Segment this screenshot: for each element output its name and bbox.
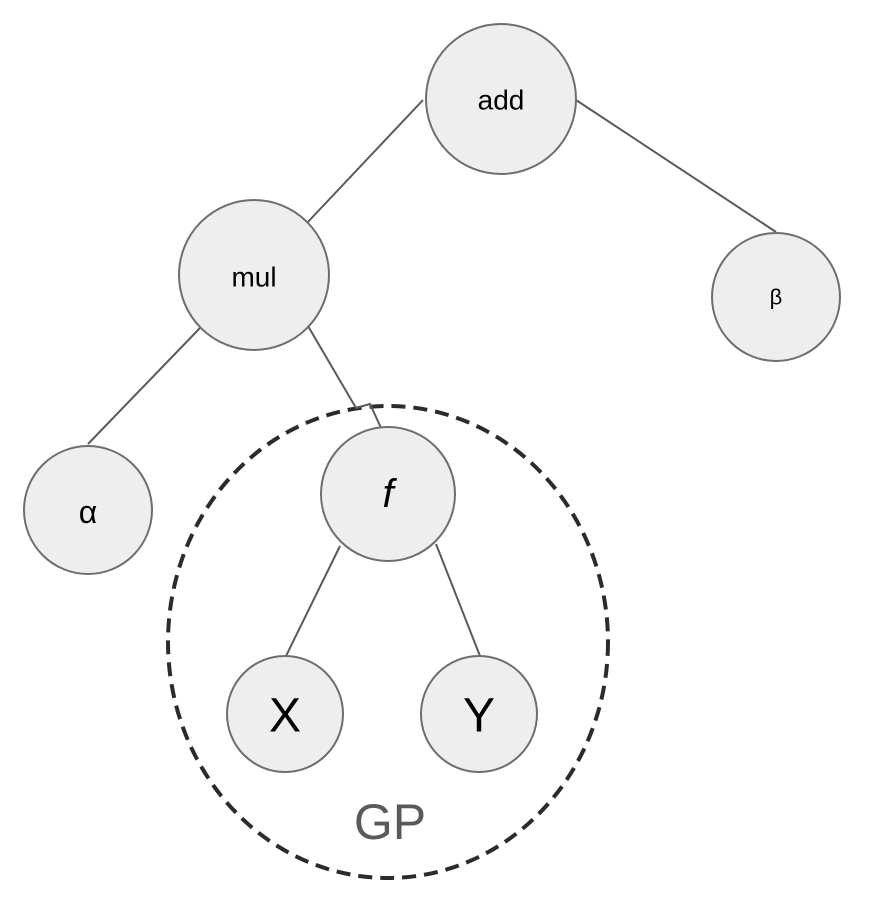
node-y-circle [420, 655, 538, 773]
node-y-label: Y [463, 690, 495, 743]
node-y: Y [420, 655, 538, 773]
edge-add-mul [305, 99, 424, 225]
node-mul-label: mul [231, 262, 276, 293]
node-f: f [320, 426, 456, 562]
node-add: add [425, 23, 577, 175]
node-x: X [226, 655, 344, 773]
node-x-label: X [269, 690, 301, 743]
edge-mul-f [307, 325, 383, 431]
node-alpha: α [23, 445, 153, 575]
node-beta-circle [711, 232, 841, 362]
node-beta-label: β [770, 285, 783, 310]
gp-group-label: GP [354, 794, 426, 850]
node-add-label: add [478, 85, 525, 116]
gp-group-boundary [166, 404, 610, 880]
node-x-circle [226, 655, 344, 773]
node-f-circle [320, 426, 456, 562]
edge-mul-alpha [87, 327, 201, 445]
node-mul-circle [178, 199, 330, 351]
edge-add-beta [575, 99, 777, 233]
node-mul: mul [178, 199, 330, 351]
edge-f-y [435, 543, 481, 657]
node-add-circle [425, 23, 577, 175]
node-alpha-label: α [79, 494, 98, 530]
edge-f-x [285, 545, 341, 657]
node-beta: β [711, 232, 841, 362]
node-alpha-circle [23, 445, 153, 575]
